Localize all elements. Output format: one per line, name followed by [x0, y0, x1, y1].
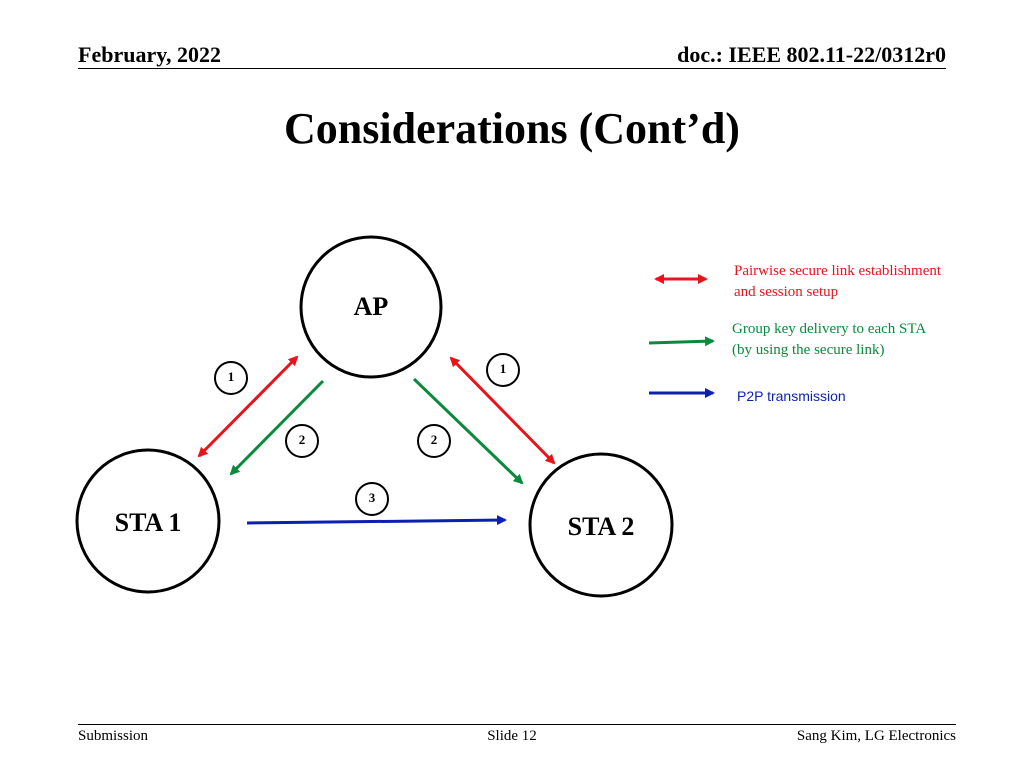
- legend-green-line1: Group key delivery to each STA: [732, 321, 927, 337]
- red-arrow-ap-sta2: [449, 356, 556, 465]
- green-arrow-ap-sta2: [412, 377, 524, 485]
- ap-node: [299, 235, 443, 379]
- footer-divider: [78, 724, 956, 725]
- legend-blue-text: P2P transmission: [737, 388, 846, 404]
- sta1-node: [75, 448, 221, 594]
- red-arrow-ap-sta1: [197, 355, 299, 458]
- header-date: February, 2022: [78, 42, 221, 67]
- blue-arrow-sta1-sta2: [246, 515, 507, 526]
- step-label-left-green: 2: [298, 432, 306, 447]
- green-arrow-ap-sta1: [229, 379, 325, 476]
- footer-submission: Submission: [78, 728, 149, 744]
- sta1-label: STA 1: [114, 508, 182, 537]
- slide-title: Considerations (Cont’d): [284, 104, 740, 153]
- header-doc-id: doc.: IEEE 802.11-22/0312r0: [677, 42, 946, 67]
- legend-red-text: Pairwise secure link establishment and s…: [734, 261, 941, 303]
- step-circle-left-green: [285, 424, 319, 458]
- legend-red-line2: and session setup: [734, 284, 839, 300]
- legend-red-line1: Pairwise secure link establishment: [734, 263, 942, 279]
- step-label-p2p: 3: [368, 490, 376, 505]
- legend-green-arrow: [648, 336, 715, 347]
- step-label-right-green: 2: [430, 432, 438, 447]
- step-circle-p2p: [355, 482, 389, 516]
- footer-slide-number: Slide 12: [487, 728, 537, 744]
- legend-green-text: Group key delivery to each STA (by using…: [732, 319, 926, 361]
- sta2-node: [528, 452, 674, 598]
- legend-green-line2: (by using the secure link): [732, 342, 885, 358]
- step-circle-right-green: [417, 424, 451, 458]
- footer-author: Sang Kim, LG Electronics: [796, 728, 956, 744]
- step-label-left-red: 1: [227, 369, 235, 384]
- ap-label: AP: [353, 292, 389, 321]
- step-circle-left-red: [214, 361, 248, 395]
- step-label-right-red: 1: [499, 361, 507, 376]
- step-circle-right-red: [486, 353, 520, 387]
- sta2-label: STA 2: [567, 512, 635, 541]
- header-divider: [78, 68, 946, 69]
